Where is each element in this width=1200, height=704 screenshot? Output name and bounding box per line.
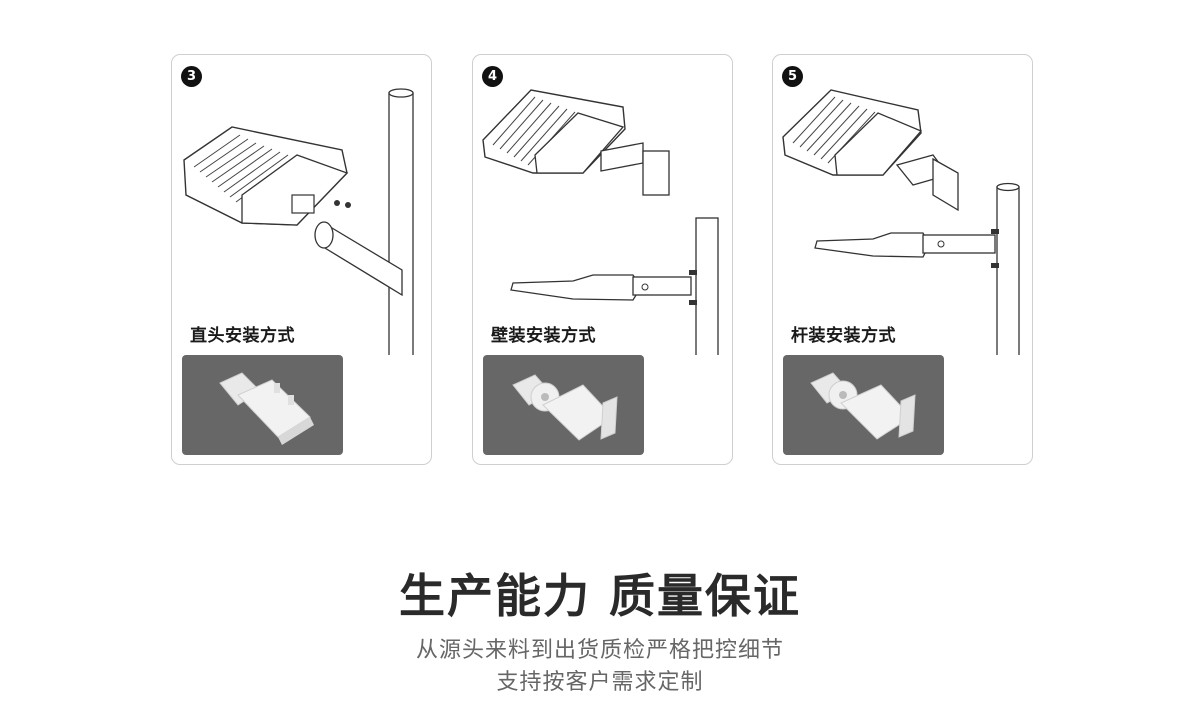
wall-bracket-photo	[483, 355, 644, 455]
card-pole-mount: 5 杆装安装方式	[772, 54, 1033, 465]
step-number-badge: 3	[181, 66, 202, 87]
section-subtitle-line-1: 从源头来料到出货质检严格把控细节	[415, 638, 784, 663]
straight-mount-illustration	[183, 88, 414, 355]
slip-fitter-photo	[182, 355, 343, 455]
step-number-badge: 4	[482, 66, 503, 87]
mount-type-label: 杆装安装方式	[791, 326, 896, 346]
pole-bracket-photo	[783, 355, 944, 455]
card-wall-mount: 4 壁装安装方式	[472, 54, 733, 465]
pole-mount-illustration	[782, 89, 1020, 355]
mount-type-label: 壁装安装方式	[491, 326, 596, 346]
mount-type-label: 直头安装方式	[190, 326, 295, 346]
section-title: 生产能力 质量保证	[398, 569, 801, 623]
section-subtitle-line-2: 支持按客户需求定制	[496, 670, 704, 695]
step-number-badge: 5	[782, 66, 803, 87]
card-straight-mount: 3 直头安装方式	[171, 54, 432, 465]
wall-mount-illustration	[482, 89, 719, 355]
installation-cards: 3 直头安装方式	[171, 54, 1033, 465]
